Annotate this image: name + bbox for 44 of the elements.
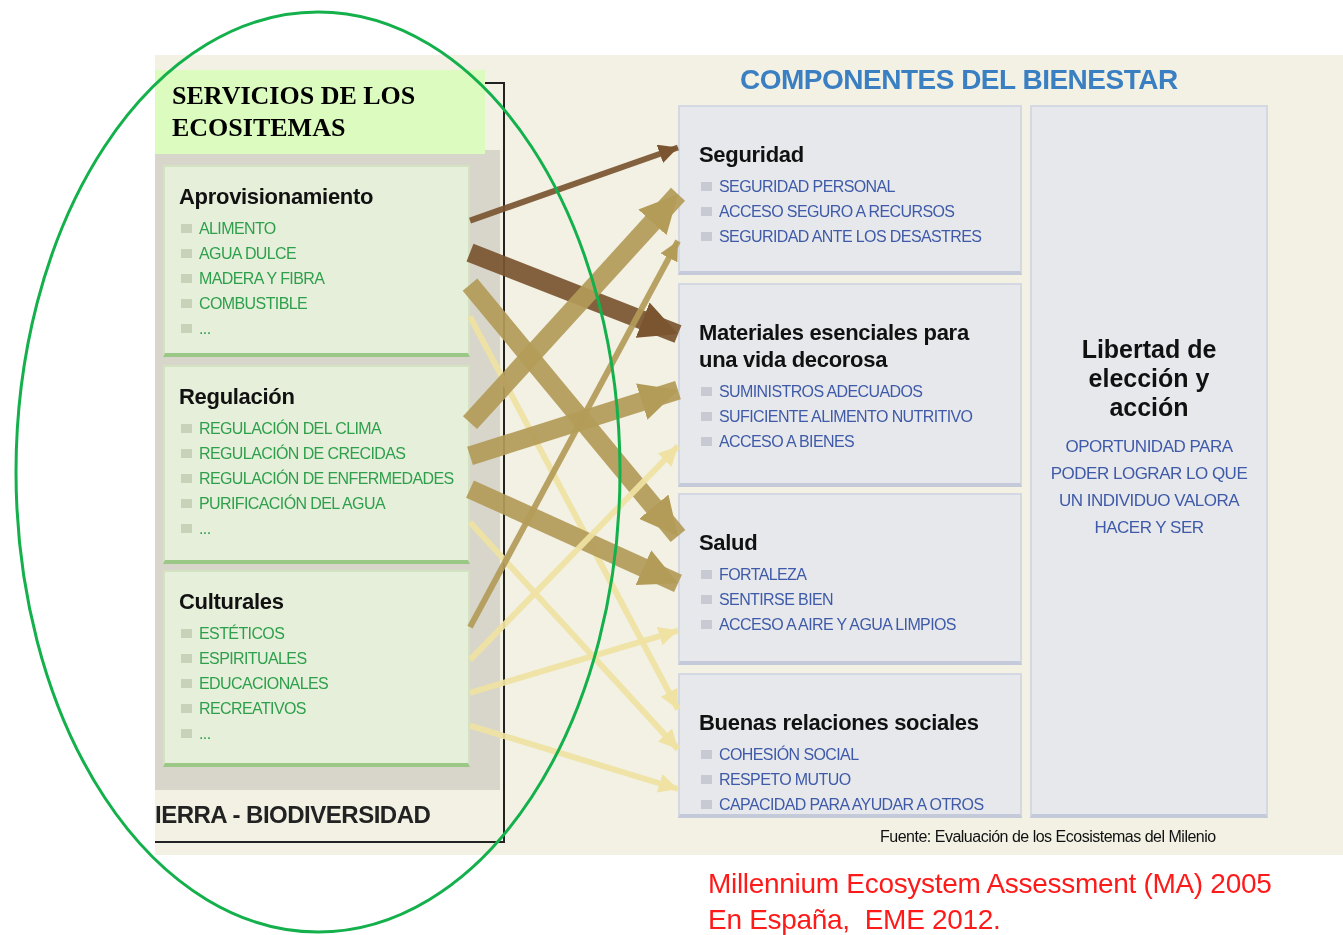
box-heading: Materiales esenciales para una vida decorosa (699, 319, 971, 373)
source-note: Fuente: Evaluación de los Ecosistemas del Milenio (880, 828, 1216, 846)
list-item: ... (179, 516, 489, 541)
list-item: MADERA Y FIBRA (179, 266, 489, 291)
arrow (466, 243, 682, 343)
box-heading: Buenas relaciones sociales (699, 709, 980, 736)
arrow (467, 444, 681, 663)
wellbeing-box (678, 493, 1022, 665)
box-heading: Libertad de elección y acción (1080, 335, 1218, 422)
box-heading: Regulación (179, 383, 296, 410)
box-description: OPORTUNIDAD PARA PODER LOGRAR LO QUE UN INDIVIDUO VALORA HACER Y SER (1049, 436, 1249, 539)
reference-text: Millennium Ecosystem Assessment (MA) 2005 (708, 868, 1272, 900)
list-item: ESTÉTICOS (179, 621, 489, 646)
arrow (467, 520, 681, 752)
section-title: SERVICIOS DE LOS ECOSITEMAS (172, 80, 417, 144)
list-item: RECREATIVOS (179, 696, 489, 721)
box-heading: Seguridad (699, 141, 805, 168)
list-item: ... (179, 721, 489, 746)
list-item: EDUCACIONALES (179, 671, 489, 696)
arrow (467, 315, 681, 711)
diagram-title: COMPONENTES DEL BIENESTAR (740, 64, 1178, 96)
box-heading: Aprovisionamiento (179, 183, 375, 210)
wellbeing-box (678, 105, 1022, 275)
freedom-box (1030, 105, 1268, 818)
section-header (155, 70, 485, 154)
box-heading: Culturales (179, 588, 285, 615)
list-item: ESPIRITUALES (179, 646, 489, 671)
panel-footer-title: IERRA - BIODIVERSIDAD (155, 801, 431, 829)
service-box (163, 570, 470, 767)
wellbeing-box (678, 283, 1022, 487)
list-item: ... (179, 316, 489, 341)
service-box (163, 365, 470, 564)
list-item: REGULACIÓN DEL CLIMA (179, 416, 489, 441)
reference-text: En España, EME 2012. (708, 904, 1001, 935)
arrow (467, 239, 681, 629)
wellbeing-box (678, 673, 1022, 818)
arrow (469, 626, 679, 696)
arrow (469, 722, 679, 793)
box-heading: Salud (699, 529, 759, 556)
list-item: ALIMENTO (179, 216, 489, 241)
list-item: REGULACIÓN DE ENFERMEDADES (179, 466, 489, 491)
arrow (469, 144, 679, 224)
arrow (462, 278, 686, 543)
service-box (163, 165, 470, 357)
